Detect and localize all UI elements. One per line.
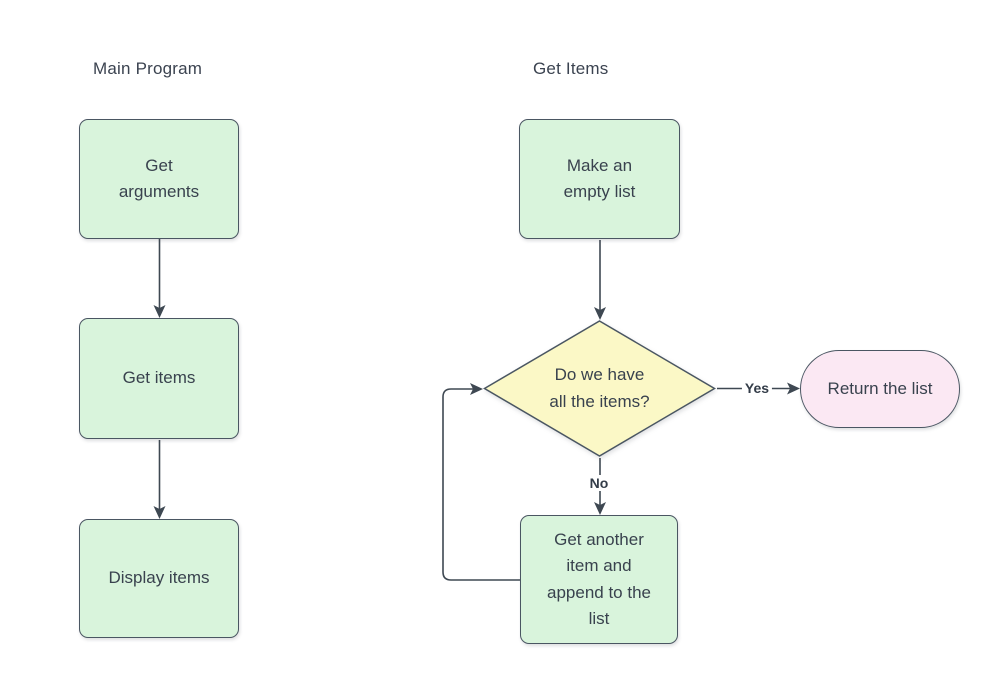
node-make-empty-list-label: Make an empty list: [563, 155, 636, 201]
decision-diamond-shape: [483, 320, 716, 457]
main-program-title: Main Program: [93, 59, 203, 78]
node-get-items: Get items: [79, 318, 239, 439]
edge-label-yes: Yes: [741, 380, 773, 396]
get-items-title: Get Items: [533, 59, 609, 78]
node-make-empty-list: Make an empty list: [519, 119, 680, 239]
node-get-items-label: Get items: [122, 368, 196, 388]
node-decision-label: Do we have all the items?: [549, 365, 650, 411]
node-get-arguments-label: Get arguments: [118, 155, 200, 201]
arrow-loop-back-to-decision: [442, 383, 520, 581]
node-display-items-label: Display items: [108, 568, 210, 588]
node-get-another-item: Get another item and append to the list: [520, 515, 678, 644]
node-get-another-item-label: Get another item and append to the list: [547, 529, 651, 628]
node-decision-have-all-items: Do we have all the items?: [483, 320, 716, 457]
node-get-arguments: Get arguments: [79, 119, 239, 239]
edge-label-no: No: [586, 475, 612, 491]
node-return-the-list: Return the list: [800, 350, 960, 428]
node-display-items: Display items: [79, 519, 239, 638]
node-return-the-list-label: Return the list: [827, 378, 933, 398]
